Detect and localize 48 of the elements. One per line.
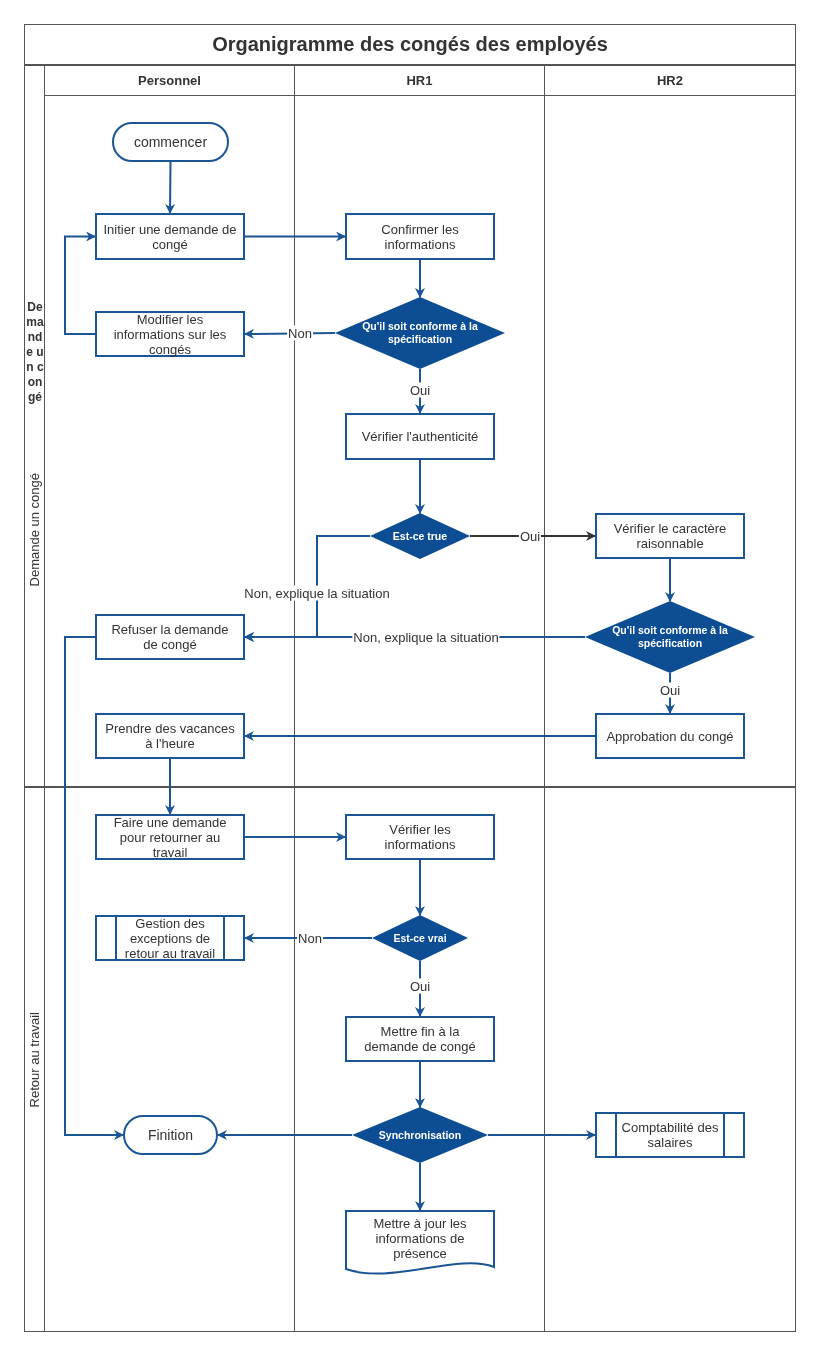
arrow xyxy=(244,731,596,741)
edge-label: Non xyxy=(287,325,313,341)
decision-diamond: Est-ce vrai xyxy=(372,915,468,961)
arrow xyxy=(665,558,675,602)
arrow xyxy=(415,459,425,514)
decision-diamond: Qu'il soit conforme à la spécification xyxy=(585,601,755,673)
predefined-process-box: Gestion des exceptions de retour au travail xyxy=(95,915,245,961)
arrow xyxy=(165,758,175,815)
lane-header: Personnel xyxy=(138,72,201,88)
edge-label: Oui xyxy=(408,978,432,994)
edge-label: Non, explique la situation xyxy=(243,585,391,601)
phase-lane: Retour au travail xyxy=(24,787,45,1332)
terminal-shape: Finition xyxy=(123,1115,218,1155)
process-box: Vérifier les informations xyxy=(345,814,495,860)
arrow xyxy=(165,161,176,214)
arrow xyxy=(64,636,124,1140)
edge-label: Oui xyxy=(658,682,682,698)
arrow xyxy=(415,259,425,298)
process-box: Faire une demande pour retourner au travail xyxy=(95,814,245,860)
decision-diamond: Est-ce true xyxy=(370,513,470,559)
diagram-title: Organigramme des congés des employés xyxy=(212,33,608,56)
decision-diamond: Qu'il soit conforme à la spécification xyxy=(335,297,505,369)
arrow xyxy=(487,1130,596,1140)
arrow xyxy=(244,231,346,242)
decision-diamond: Synchronisation xyxy=(352,1107,488,1163)
document-shape: Mettre à jour les informations de présence xyxy=(345,1210,495,1275)
process-box: Vérifier le caractère raisonnable xyxy=(595,513,745,559)
lane-label: Demande un congé xyxy=(25,300,45,405)
process-box: Refuser la demande de congé xyxy=(95,614,245,660)
arrow xyxy=(244,832,346,842)
lane-header: HR1 xyxy=(406,72,433,88)
process-box: Prendre des vacances à l'heure xyxy=(95,713,245,759)
arrow xyxy=(415,859,425,916)
predefined-process-box: Comptabilité des salaires xyxy=(595,1112,745,1158)
process-box: Modifier les informations sur les congés xyxy=(95,311,245,357)
lane-header: HR2 xyxy=(657,72,683,88)
process-box: Confirmer les informations xyxy=(345,213,495,260)
process-box: Vérifier l'authenticité xyxy=(345,413,495,460)
terminal-shape: commencer xyxy=(112,122,229,162)
edge-label: Oui xyxy=(408,382,432,398)
arrow xyxy=(469,531,596,541)
arrow xyxy=(217,1130,353,1140)
process-box: Mettre fin à la demande de congé xyxy=(345,1016,495,1062)
process-box: Approbation du congé xyxy=(595,713,745,759)
arrow xyxy=(415,1061,425,1108)
process-box: Initier une demande de congé xyxy=(95,213,245,260)
arrow xyxy=(415,1162,425,1211)
arrow xyxy=(64,231,96,335)
